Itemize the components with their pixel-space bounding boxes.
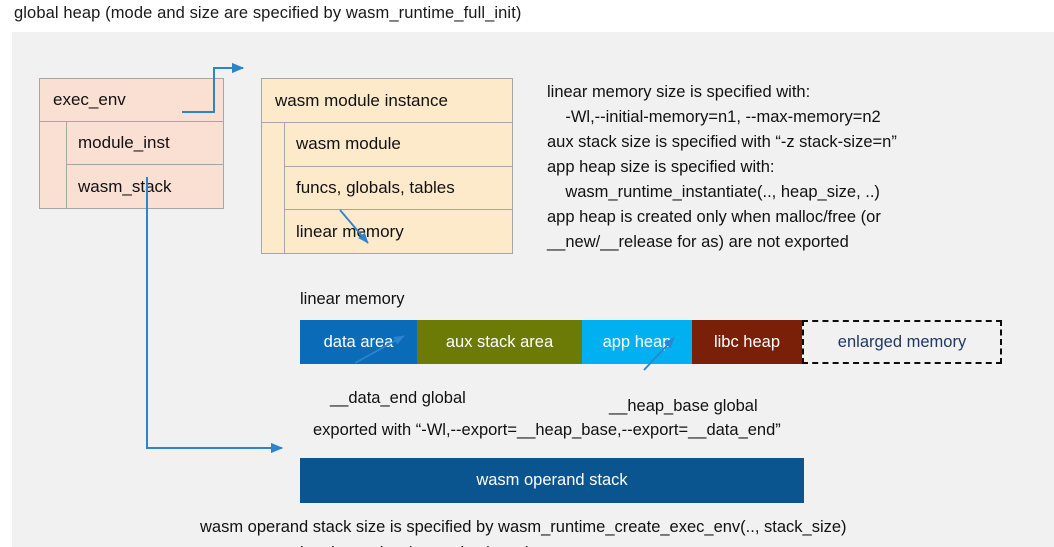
field-linear-memory: linear memory [296,221,404,241]
linear-memory-bar-label: linear memory [300,290,405,308]
wasm-module-instance-header: wasm module instance [262,79,512,123]
memory-segment-aux-stack-area: aux stack area [417,320,582,364]
linear-memory-notes: linear memory size is specified with: -W… [547,83,897,251]
wasm-module-instance-body: wasm module funcs, globals, tables linea… [262,123,512,254]
wasm-operand-stack-box: wasm operand stack [300,458,804,503]
wasm-operand-stack-label: wasm operand stack [476,471,628,489]
exec-env-box: exec_env module_inst wasm_stack [39,78,224,209]
page-title: global heap (mode and size are specified… [14,4,522,22]
operand-stack-note: wasm operand stack size is specified by … [200,518,847,547]
memory-segment-enlarged-memory: enlarged memory [802,320,1002,364]
exported-with-label: exported with “-Wl,--export=__heap_base,… [313,421,781,439]
heap-base-global-label: __heap_base global [609,397,758,415]
memory-segment-data-area: data area [300,320,417,364]
wasm-module-instance-gutter [262,123,285,254]
exec-env-field-wasm-stack: wasm_stack [78,176,172,196]
exec-env-gutter [40,122,67,208]
exec-env-body: module_inst wasm_stack [40,122,223,208]
memory-segment-app-heap: app heap [582,320,692,364]
field-wasm-module: wasm module [285,123,512,167]
diagram-panel: exec_env module_inst wasm_stack wasm mod… [12,32,1054,547]
data-end-global-label: __data_end global [330,389,466,407]
exec-env-rows: module_inst wasm_stack [67,122,223,208]
exec-env-header: exec_env [40,79,223,122]
field-funcs-globals-tables: funcs, globals, tables [285,167,512,211]
wasm-module-instance-box: wasm module instance wasm module funcs, … [261,78,513,254]
wasm-module-instance-rows: wasm module funcs, globals, tables linea… [285,123,512,254]
memory-segment-libc-heap: libc heap [692,320,802,364]
exec-env-field-module-inst: module_inst [67,122,223,165]
